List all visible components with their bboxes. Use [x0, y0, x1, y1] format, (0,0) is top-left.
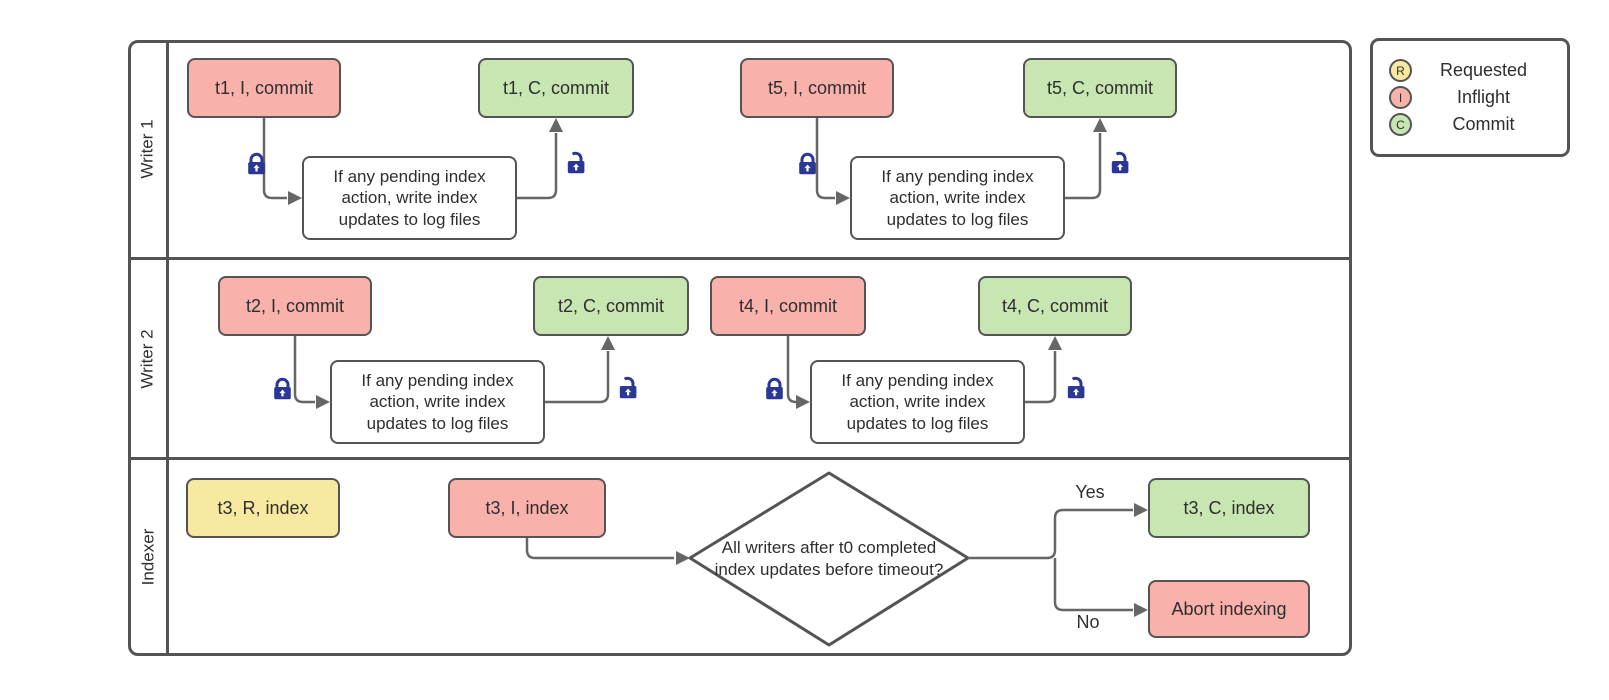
legend-row-requested: R Requested — [1389, 59, 1555, 82]
lane-label-writer1: Writer 1 — [128, 40, 168, 257]
node-label: t1, I, commit — [214, 77, 313, 98]
node-t4-inflight: t4, I, commit — [710, 276, 866, 336]
legend: R Requested I Inflight C Commit — [1370, 38, 1570, 157]
node-label: t2, C, commit — [557, 295, 664, 316]
commit-state-icon: C — [1389, 113, 1412, 136]
legend-label: Commit — [1452, 114, 1515, 134]
lane-divider — [128, 257, 1352, 260]
node-label: t5, C, commit — [1046, 77, 1153, 98]
node-label: t2, I, commit — [245, 295, 344, 316]
legend-label: Inflight — [1456, 87, 1511, 107]
node-label: t1, C, commit — [502, 77, 609, 98]
lane-label-text: Writer 1 — [138, 118, 158, 179]
decision-label: All writers after t0 completed index upd… — [706, 516, 952, 602]
branch-label-text: No — [1076, 612, 1100, 632]
legend-row-commit: C Commit — [1389, 113, 1555, 136]
node-label: t3, R, index — [217, 497, 309, 518]
node-label: t4, C, commit — [1001, 295, 1108, 316]
node-t1-commit: t1, C, commit — [478, 58, 634, 118]
lane-divider — [128, 457, 1352, 460]
node-label: All writers after t0 completed index upd… — [714, 538, 944, 579]
node-label: t3, I, index — [485, 497, 569, 518]
branch-label-text: Yes — [1075, 482, 1105, 502]
node-t3-requested: t3, R, index — [186, 478, 340, 538]
node-label: If any pending index action, write index… — [841, 371, 994, 433]
lane-label-writer2: Writer 2 — [128, 260, 168, 457]
node-label: t5, I, commit — [767, 77, 866, 98]
requested-state-icon: R — [1389, 59, 1412, 82]
node-t2-inflight: t2, I, commit — [218, 276, 372, 336]
node-label: t4, I, commit — [738, 295, 837, 316]
node-w1-process-b: If any pending index action, write index… — [850, 156, 1065, 240]
inflight-state-icon: I — [1389, 86, 1412, 109]
node-label: If any pending index action, write index… — [881, 167, 1034, 229]
node-t5-inflight: t5, I, commit — [740, 58, 894, 118]
node-w2-process-a: If any pending index action, write index… — [330, 360, 545, 444]
lane-header-separator — [166, 40, 169, 656]
node-t4-commit: t4, C, commit — [978, 276, 1132, 336]
legend-row-inflight: I Inflight — [1389, 86, 1555, 109]
node-label: If any pending index action, write index… — [333, 167, 486, 229]
node-t1-inflight: t1, I, commit — [187, 58, 341, 118]
lane-label-indexer: Indexer — [128, 460, 168, 653]
node-abort-indexing: Abort indexing — [1148, 580, 1310, 638]
node-t2-commit: t2, C, commit — [533, 276, 689, 336]
branch-label-no: No — [1056, 612, 1120, 633]
node-label: t3, C, index — [1183, 497, 1275, 518]
node-w2-process-b: If any pending index action, write index… — [810, 360, 1025, 444]
node-t5-commit: t5, C, commit — [1023, 58, 1177, 118]
node-t3-inflight: t3, I, index — [448, 478, 606, 538]
lane-label-text: Writer 2 — [138, 328, 158, 389]
node-label: If any pending index action, write index… — [361, 371, 514, 433]
node-t3-commit: t3, C, index — [1148, 478, 1310, 538]
node-w1-process-a: If any pending index action, write index… — [302, 156, 517, 240]
lane-label-text: Indexer — [138, 528, 158, 585]
node-label: Abort indexing — [1171, 598, 1287, 619]
legend-label: Requested — [1439, 60, 1528, 80]
branch-label-yes: Yes — [1058, 482, 1122, 503]
